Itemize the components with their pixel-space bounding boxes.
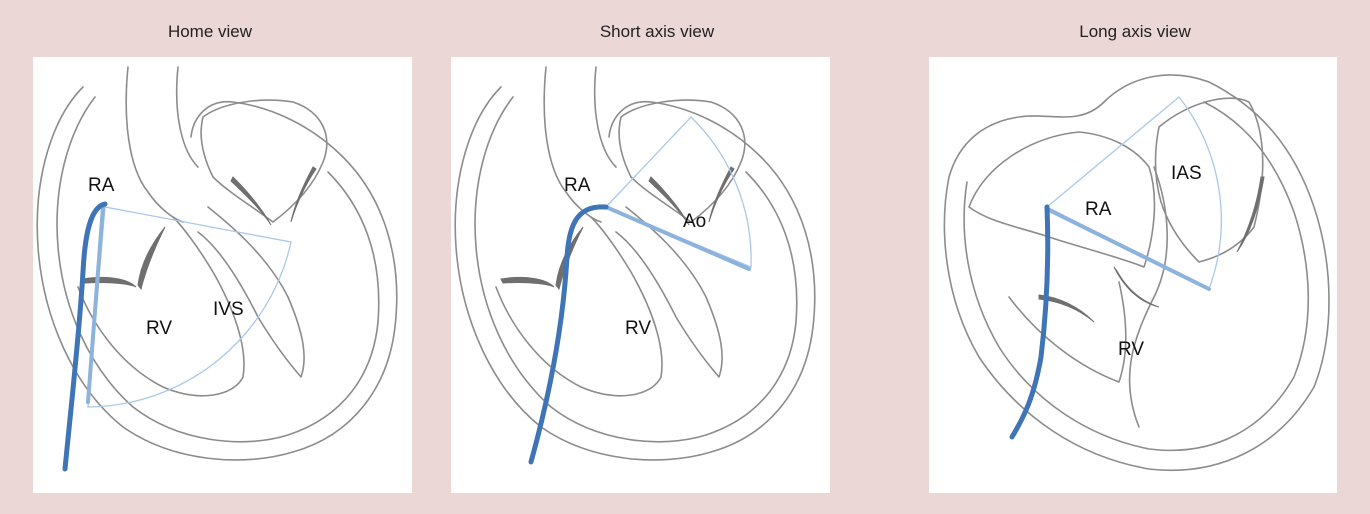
label-ao: Ao (683, 211, 706, 232)
label-rv: RV (146, 318, 172, 339)
label-rv: RV (625, 318, 651, 339)
left-atrium (201, 100, 327, 222)
mitral-valve (231, 167, 316, 225)
heart-outer-outline (455, 87, 815, 460)
great-vessel (126, 67, 198, 222)
right-ventricle (1009, 282, 1126, 382)
short-axis-view-diagram: RA RV Ao (451, 57, 830, 493)
label-ivs: IVS (213, 299, 244, 320)
label-ias: IAS (1171, 163, 1202, 184)
long-axis-view-panel: RA RV IAS (929, 57, 1337, 493)
left-ventricle (198, 207, 304, 377)
home-view-panel: RA RV IVS (33, 57, 412, 493)
tricuspid-valve (83, 227, 165, 289)
ultrasound-beam (1047, 209, 1209, 289)
panel-title-long-axis: Long axis view (985, 22, 1285, 42)
imaging-sector (1047, 97, 1221, 289)
home-view-diagram: RA RV IVS (33, 57, 412, 493)
catheter (531, 207, 606, 462)
label-ra: RA (564, 175, 591, 196)
label-ra: RA (88, 175, 115, 196)
heart-inner-outline (57, 97, 379, 442)
panel-title-home: Home view (60, 22, 360, 42)
panel-title-short-axis: Short axis view (507, 22, 807, 42)
label-rv: RV (1118, 339, 1144, 360)
label-ra: RA (1085, 199, 1112, 220)
right-ventricle (496, 217, 662, 396)
tricuspid-valve (1039, 267, 1159, 322)
heart-outer-outline (37, 87, 397, 460)
short-axis-view-panel: RA RV Ao (451, 57, 830, 493)
ultrasound-beam (88, 207, 103, 402)
ultrasound-beam (606, 207, 749, 269)
aortic-root (619, 100, 745, 222)
great-vessel (544, 67, 616, 222)
heart-outer-outline (944, 75, 1329, 470)
long-axis-view-diagram: RA RV IAS (929, 57, 1337, 493)
imaging-sector (606, 117, 751, 267)
